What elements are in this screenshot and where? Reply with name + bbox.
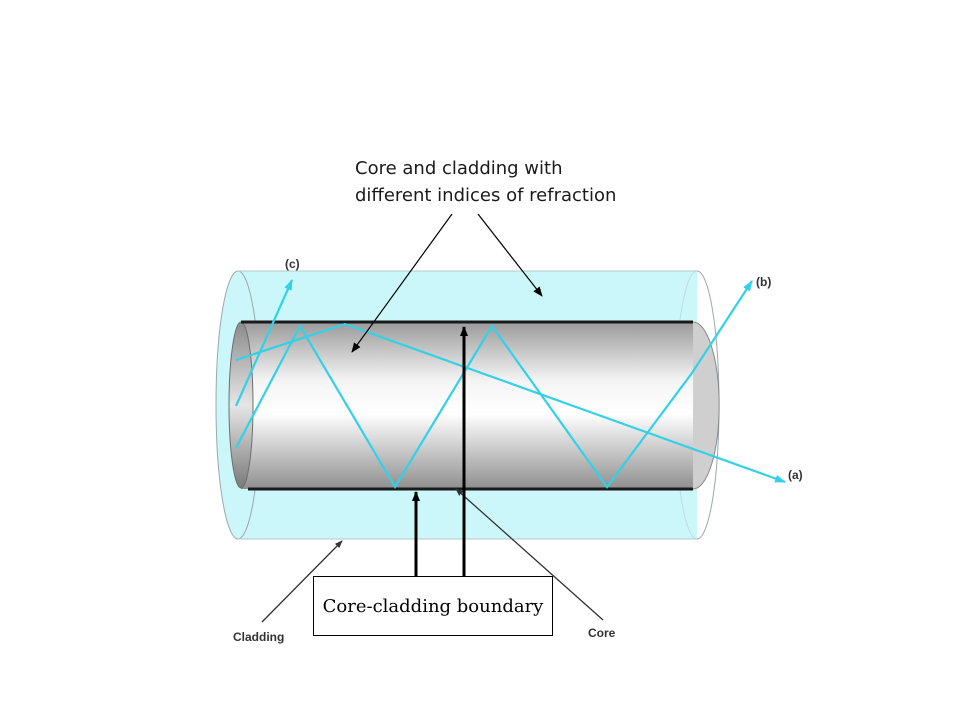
ray-label-a: (a)	[788, 468, 803, 482]
core-pointer	[455, 488, 604, 621]
cladding-label: Cladding	[233, 630, 284, 644]
core-cladding-boundary-label: Core-cladding boundary	[313, 576, 553, 636]
annotation-line-2: different indices of refraction	[355, 185, 617, 206]
ray-label-b: (b)	[756, 275, 771, 289]
core-layer	[228, 320, 720, 491]
light-rays	[234, 279, 786, 490]
ray-b	[235, 280, 753, 490]
annotation-arrow-cladding	[477, 213, 543, 297]
refraction-annotation: Core and cladding with different indices…	[355, 155, 616, 209]
ray-label-c: (c)	[285, 257, 300, 271]
ray-c	[234, 279, 294, 407]
annotation-arrow-core	[351, 213, 453, 353]
annotation-line-1: Core and cladding with	[355, 158, 563, 179]
core-label: Core	[588, 626, 616, 640]
ray-a	[235, 322, 786, 484]
cladding-pointer	[261, 540, 343, 623]
